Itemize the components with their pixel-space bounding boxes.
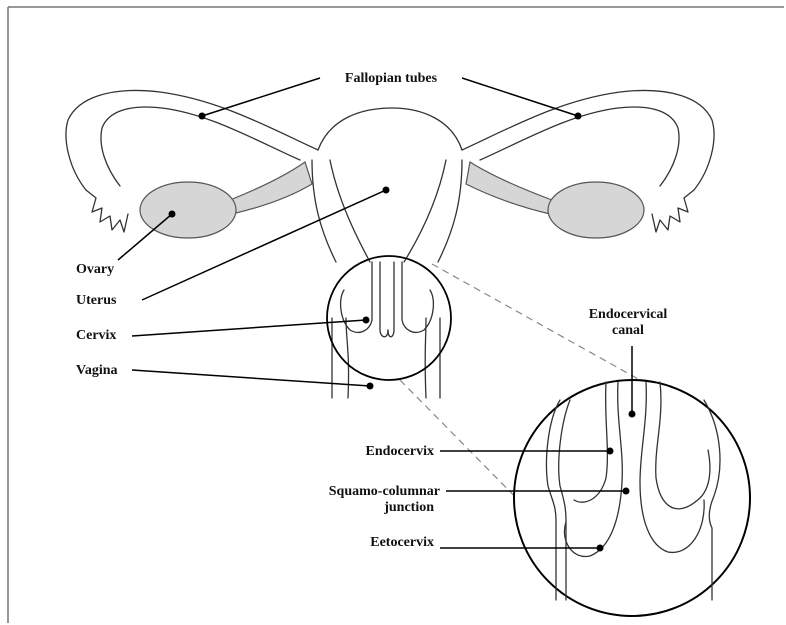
left-ovarian-ligament	[230, 162, 312, 214]
label-fallopian-tubes: Fallopian tubes	[345, 71, 438, 86]
uterus-left-wall	[312, 160, 336, 262]
dot-endocervix	[607, 448, 614, 455]
label-ectocervix: Eetocervix	[370, 535, 434, 550]
dot-fallopian-right	[575, 113, 582, 120]
label-endocervix: Endocervix	[366, 444, 434, 459]
uterine-cavity-left	[330, 160, 370, 262]
vagina-right-wall-inner	[425, 318, 426, 398]
dot-fallopian-left	[199, 113, 206, 120]
zoom-projection-top	[432, 264, 640, 380]
uterus-fundus	[318, 108, 462, 150]
dot-squamo-columnar	[623, 488, 630, 495]
vagina-left-wall-inner	[346, 318, 349, 398]
leader-fallopian-right	[462, 78, 578, 116]
label-ovary: Ovary	[76, 262, 114, 277]
label-vagina: Vagina	[76, 363, 118, 378]
uterus-right-wall	[438, 160, 462, 262]
leader-fallopian-left	[202, 78, 320, 116]
leader-vagina	[132, 370, 370, 386]
cervix-right-lip	[402, 262, 433, 332]
label-endocervical-canal-line1: Endocervical	[589, 307, 668, 322]
label-cervix: Cervix	[76, 328, 116, 343]
right-ovary	[548, 182, 644, 238]
dot-uterus	[383, 187, 390, 194]
right-fallopian-tube	[462, 90, 714, 190]
dot-vagina	[367, 383, 374, 390]
leader-cervix	[132, 320, 366, 336]
left-fallopian-tube	[66, 90, 318, 190]
dot-ectocervix	[597, 545, 604, 552]
label-squamo-columnar-line1: Squamo-columnar	[329, 484, 440, 499]
label-uterus: Uterus	[76, 293, 117, 308]
uterine-cavity-right	[404, 160, 446, 262]
right-fimbriae	[652, 190, 694, 232]
right-ovarian-ligament	[466, 162, 552, 214]
cervical-canal-left	[380, 262, 388, 337]
dot-endocervical-canal	[629, 411, 636, 418]
left-fimbriae	[86, 190, 128, 232]
dot-ovary	[169, 211, 176, 218]
label-endocervical-canal-line2: canal	[612, 323, 644, 338]
cervical-canal-right	[388, 262, 394, 337]
label-squamo-columnar-line2: junction	[383, 500, 434, 515]
dot-cervix	[363, 317, 370, 324]
